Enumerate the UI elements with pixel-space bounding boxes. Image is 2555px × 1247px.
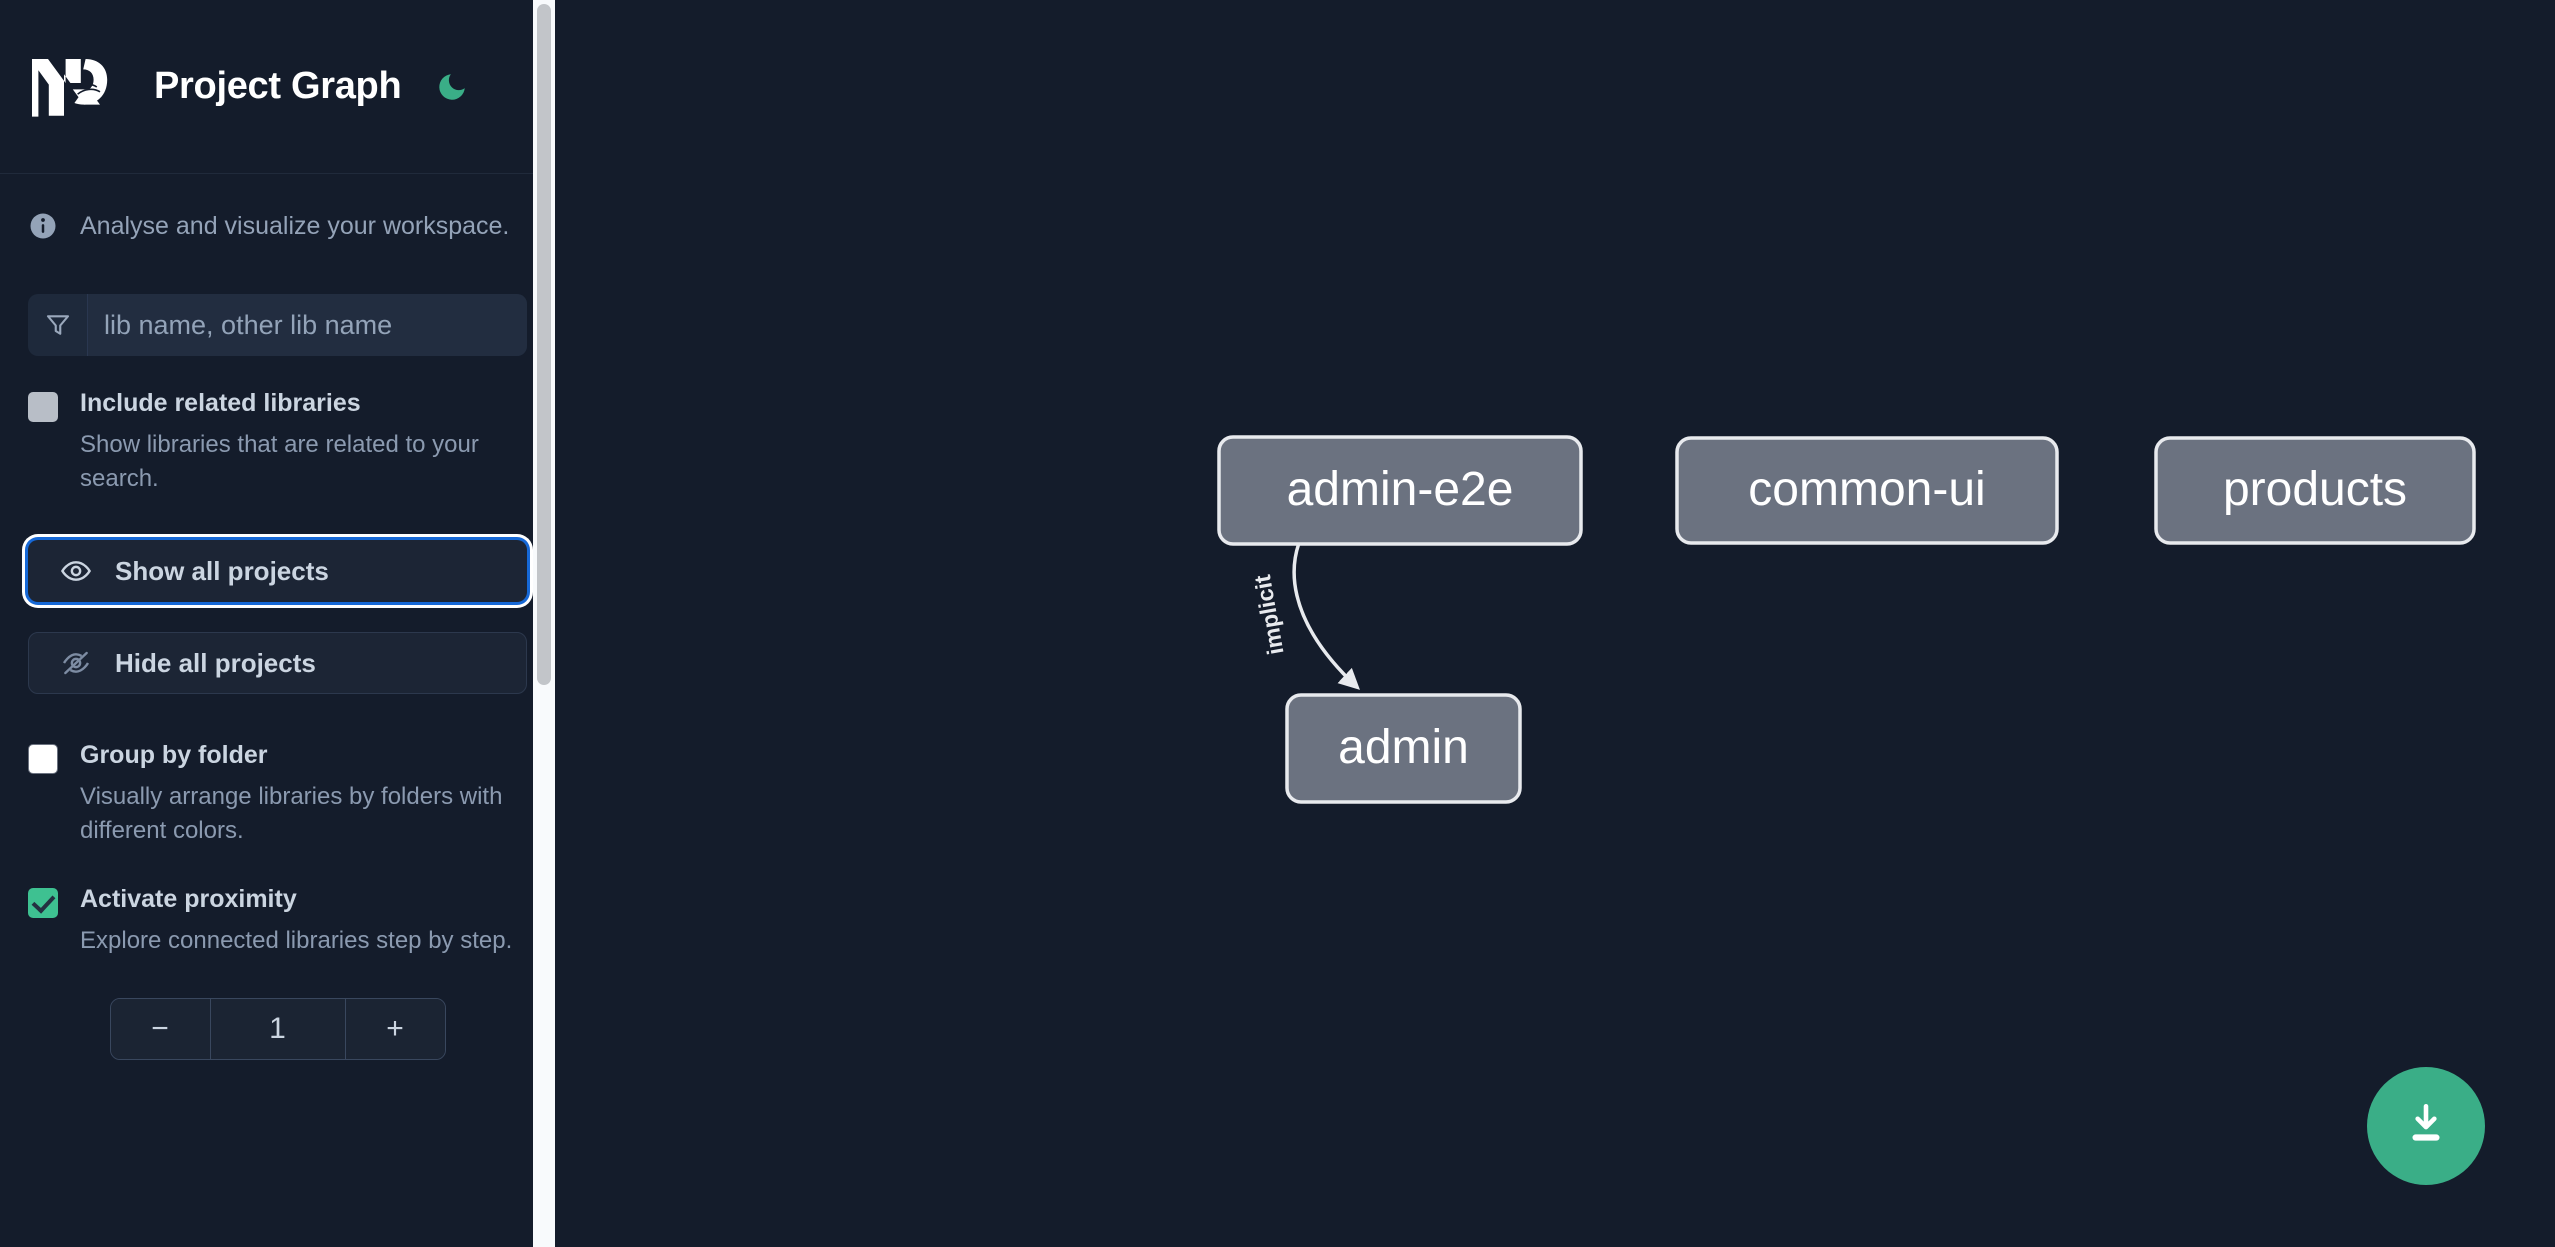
nx-logo-icon [28, 54, 124, 120]
proximity-decrement-button[interactable]: − [110, 999, 211, 1060]
graph-node-box[interactable] [1285, 693, 1522, 804]
moon-icon[interactable] [431, 66, 473, 108]
group-by-folder-checkbox[interactable] [28, 744, 58, 775]
workspace-info-text: Analyse and visualize your workspace. [80, 211, 510, 240]
include-related-libraries-checkbox[interactable] [28, 392, 58, 422]
search-section [0, 244, 555, 356]
info-icon [28, 211, 58, 241]
sidebar-header: Project Graph [0, 0, 555, 174]
download-graph-button[interactable] [2367, 1067, 2485, 1185]
group-by-folder-label: Group by folder [80, 741, 268, 770]
search-input[interactable] [88, 294, 527, 356]
include-related-libraries-label: Include related libraries [80, 389, 361, 417]
project-graph-svg: implicitimplicit admin-e2ecommon-uiprodu… [1217, 435, 2476, 804]
graph-node-box[interactable] [1217, 435, 1583, 546]
visibility-buttons: Show all projects Hide all projects [0, 540, 555, 695]
activate-proximity-label: Activate proximity [80, 885, 297, 914]
workspace-info: Analyse and visualize your workspace. [0, 174, 555, 244]
proximity-stepper-wrap: − 1 + [0, 998, 555, 1061]
graph-canvas[interactable]: implicitimplicit admin-e2e common-ui produ… [555, 0, 2555, 1247]
option-include-related-libraries[interactable]: Include related libraries Show libraries… [0, 388, 555, 496]
graph-node-label: products [2223, 463, 2407, 516]
graph-node-label: admin-e2e [1287, 463, 1514, 516]
graph-node-box[interactable] [2154, 436, 2476, 545]
hide-all-projects-button[interactable]: Hide all projects [28, 632, 527, 695]
graph-edges: implicitimplicit [1249, 543, 1360, 690]
graph-node-label: common-ui [1748, 463, 1985, 516]
activate-proximity-description: Explore connected libraries step by step… [80, 927, 513, 955]
proximity-value: 1 [210, 999, 345, 1060]
option-group-by-folder[interactable]: Group by folder Visually arrange librari… [0, 740, 555, 848]
graph-edge [1292, 543, 1360, 690]
show-all-projects-label: Show all projects [115, 555, 329, 586]
hide-all-projects-label: Hide all projects [115, 647, 316, 678]
graph-node[interactable]: products [2154, 436, 2476, 545]
search-box[interactable] [28, 294, 527, 356]
graph-node-box[interactable] [1675, 436, 2059, 545]
sidebar: Project Graph Analyse and visualize your… [0, 0, 555, 1247]
graph-node-label: admin [1338, 721, 1469, 774]
option-activate-proximity[interactable]: Activate proximity Explore connected lib… [0, 884, 555, 958]
group-by-folder-description: Visually arrange libraries by folders wi… [80, 783, 503, 845]
graph-edge-label: implicit [1249, 573, 1289, 657]
include-related-libraries-description: Show libraries that are related to your … [80, 431, 479, 493]
sidebar-scrollbar-thumb[interactable] [537, 4, 551, 685]
eye-off-icon [59, 646, 93, 680]
graph-node[interactable]: admin-e2e [1217, 435, 1583, 546]
proximity-stepper: − 1 + [109, 998, 446, 1061]
graph-node[interactable]: common-ui [1675, 436, 2059, 545]
page-title: Project Graph [154, 65, 402, 107]
sidebar-scrollbar[interactable] [533, 0, 555, 1247]
proximity-increment-button[interactable]: + [344, 999, 445, 1060]
graph-nodes: admin-e2ecommon-uiproductsstore-e2eadmin… [1217, 435, 2476, 804]
download-icon [2401, 1099, 2451, 1154]
activate-proximity-checkbox[interactable] [28, 888, 58, 919]
filter-funnel-icon [28, 294, 88, 356]
show-all-projects-button[interactable]: Show all projects [28, 540, 527, 603]
eye-icon [59, 554, 93, 588]
graph-node[interactable]: admin [1285, 693, 1522, 804]
